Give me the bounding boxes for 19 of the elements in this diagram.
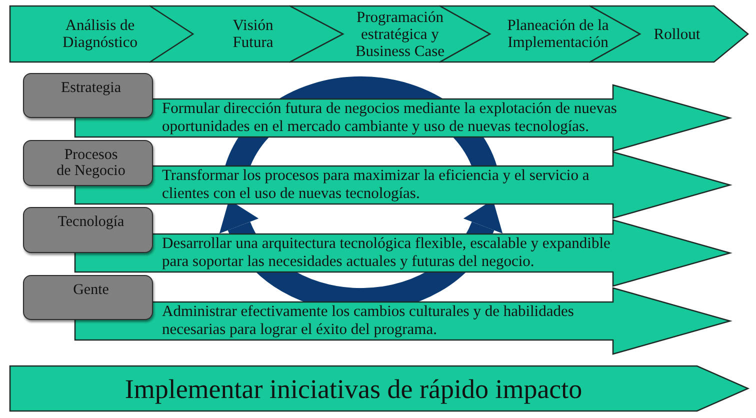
category-tab	[23, 140, 153, 186]
category-label: Gente	[73, 282, 109, 298]
category-label: Tecnología	[58, 214, 124, 230]
description-text: Desarrollar una arquitectura tecnológica flexible, escalable y expandible para soportar las necesidades actuales y futuras del negocio.	[162, 235, 612, 271]
category-tab	[23, 207, 153, 253]
category-label: Estrategia	[61, 80, 121, 96]
phase-label: Planeación de la Implementación	[506, 17, 610, 51]
initiative-banner	[10, 366, 748, 411]
phase-label: Visión Futura	[232, 17, 274, 51]
phase-label: Análisis de Diagnóstico	[62, 17, 138, 51]
phase-label: Rollout	[654, 26, 700, 42]
description-text: Formular dirección futura de negocios mediante la explotación de nuevas oportunidades en el mercado cambiante y uso de nuevas tecnologías.	[162, 100, 618, 136]
category-tab	[23, 275, 153, 320]
description-text: Administrar efectivamente los cambios culturales y de habilidades necesarias para lograr el éxito del programa.	[162, 303, 575, 339]
category-label: Procesos de Negocio	[56, 147, 126, 179]
banner-text: Implementar iniciativas de rápido impacto	[124, 374, 582, 404]
category-tab	[23, 73, 153, 118]
description-text: Transformar los procesos para maximizar la eficiencia y el servicio a clientes con el uso de nuevas tecnologías.	[162, 167, 590, 203]
phase-label: Programación estratégica y Business Case	[354, 8, 446, 60]
